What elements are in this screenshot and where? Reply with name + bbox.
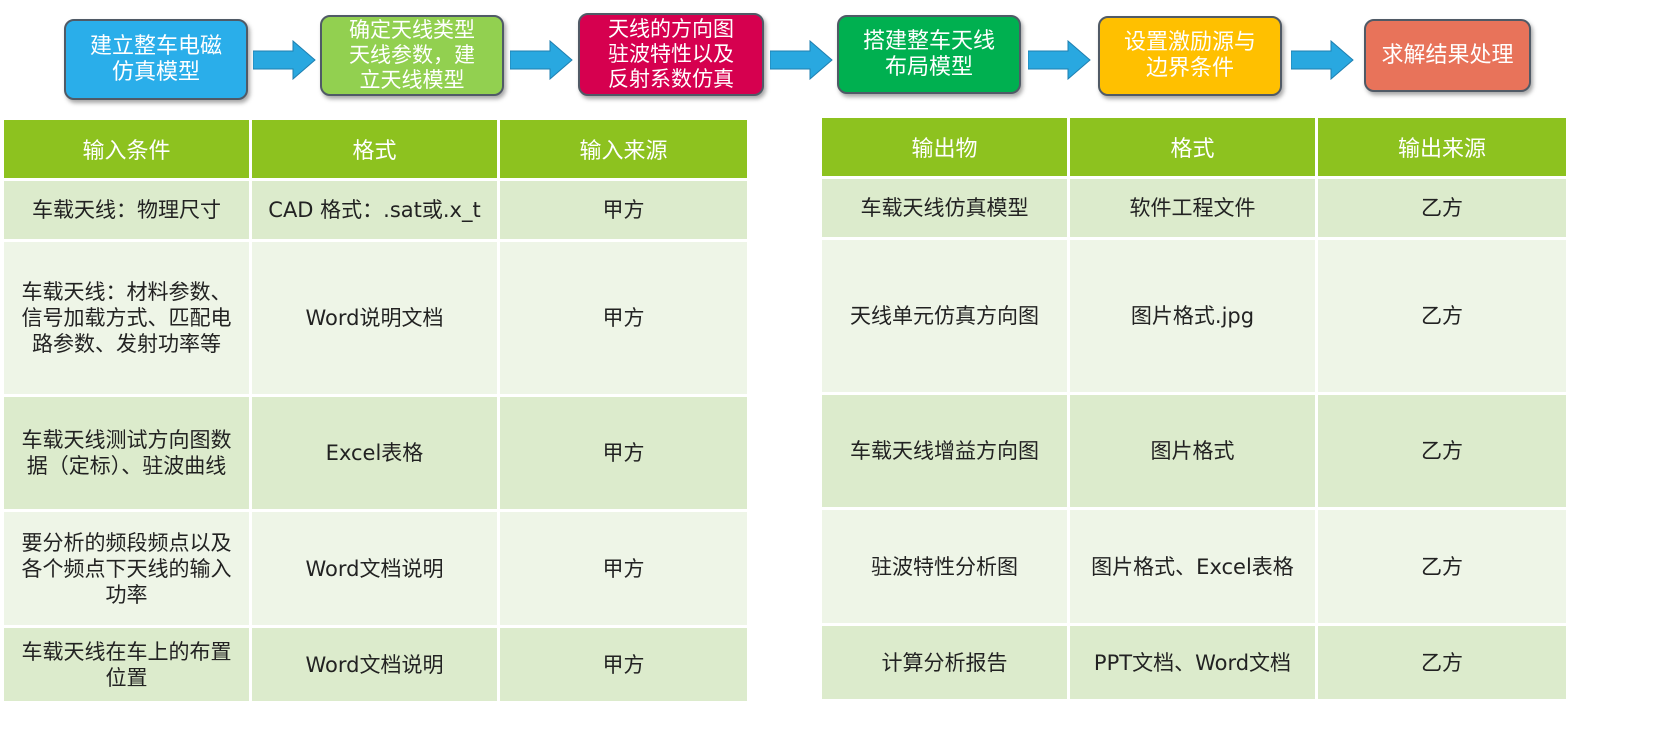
table-cell: 乙方 xyxy=(1315,176,1569,240)
table-cell: 甲方 xyxy=(497,394,750,512)
input-table: 输入条件 格式 输入来源 车载天线：物理尺寸 CAD 格式：.sat或.x_t … xyxy=(1,117,750,704)
table-row: 车载天线：材料参数、信号加载方式、匹配电路参数、发射功率等 Word说明文档 甲… xyxy=(1,239,750,397)
table-cell: 车载天线测试方向图数据（定标）、驻波曲线 xyxy=(1,394,252,512)
flow-step-1-label: 建立整车电磁 仿真模型 xyxy=(89,33,222,85)
right-arrow-icon xyxy=(1291,40,1354,80)
table-cell: 甲方 xyxy=(497,625,750,704)
table-cell: 图片格式、Excel表格 xyxy=(1067,507,1318,626)
table-cell: CAD 格式：.sat或.x_t xyxy=(249,178,500,242)
flow-step-5: 设置激励源与 边界条件 xyxy=(1098,16,1282,96)
table-row: 驻波特性分析图 图片格式、Excel表格 乙方 xyxy=(819,507,1569,626)
table-header-cell: 输入来源 xyxy=(497,117,750,181)
table-cell: Word说明文档 xyxy=(249,239,500,397)
table-cell: 乙方 xyxy=(1315,623,1569,702)
flow-step-3: 天线的方向图 驻波特性以及 反射系数仿真 xyxy=(578,13,764,96)
flow-step-6-label: 求解结果处理 xyxy=(1381,42,1514,68)
right-arrow-icon xyxy=(770,40,833,80)
table-cell: Excel表格 xyxy=(249,394,500,512)
table-cell: 车载天线在车上的布置位置 xyxy=(1,625,252,704)
right-arrow-icon xyxy=(253,40,316,80)
flow-step-4: 搭建整车天线 布局模型 xyxy=(837,15,1021,94)
table-cell: 甲方 xyxy=(497,178,750,242)
table-cell: 要分析的频段频点以及各个频点下天线的输入功率 xyxy=(1,509,252,628)
right-arrow-icon xyxy=(510,40,573,80)
table-cell: PPT文档、Word文档 xyxy=(1067,623,1318,702)
table-cell: 乙方 xyxy=(1315,237,1569,395)
table-cell: 甲方 xyxy=(497,509,750,628)
table-header-row: 输出物 格式 输出来源 xyxy=(819,115,1569,179)
table-cell: 驻波特性分析图 xyxy=(819,507,1070,626)
flow-step-5-label: 设置激励源与 边界条件 xyxy=(1123,30,1256,81)
table-cell: 车载天线：物理尺寸 xyxy=(1,178,252,242)
table-row: 要分析的频段频点以及各个频点下天线的输入功率 Word文档说明 甲方 xyxy=(1,509,750,628)
table-row: 车载天线仿真模型 软件工程文件 乙方 xyxy=(819,176,1569,240)
table-cell: 乙方 xyxy=(1315,392,1569,510)
flow-step-3-label: 天线的方向图 驻波特性以及 反射系数仿真 xyxy=(608,17,734,91)
table-header-cell: 格式 xyxy=(249,117,500,181)
flow-step-4-label: 搭建整车天线 布局模型 xyxy=(862,28,995,80)
output-table: 输出物 格式 输出来源 车载天线仿真模型 软件工程文件 乙方 天线单元仿真方向图… xyxy=(819,115,1569,702)
table-cell: Word文档说明 xyxy=(249,509,500,628)
table-header-cell: 输入条件 xyxy=(1,117,252,181)
table-header-cell: 输出来源 xyxy=(1315,115,1569,179)
flow-step-1: 建立整车电磁 仿真模型 xyxy=(64,19,248,100)
table-cell: 图片格式 xyxy=(1067,392,1318,510)
table-row: 车载天线：物理尺寸 CAD 格式：.sat或.x_t 甲方 xyxy=(1,178,750,242)
table-cell: 软件工程文件 xyxy=(1067,176,1318,240)
table-cell: 车载天线：材料参数、信号加载方式、匹配电路参数、发射功率等 xyxy=(1,239,252,397)
table-row: 天线单元仿真方向图 图片格式.jpg 乙方 xyxy=(819,237,1569,395)
table-cell: 车载天线仿真模型 xyxy=(819,176,1070,240)
table-cell: 甲方 xyxy=(497,239,750,397)
table-cell: 乙方 xyxy=(1315,507,1569,626)
table-row: 车载天线在车上的布置位置 Word文档说明 甲方 xyxy=(1,625,750,704)
table-cell: 计算分析报告 xyxy=(819,623,1070,702)
table-cell: 车载天线增益方向图 xyxy=(819,392,1070,510)
table-row: 车载天线增益方向图 图片格式 乙方 xyxy=(819,392,1569,510)
table-cell: Word文档说明 xyxy=(249,625,500,704)
flow-step-2: 确定天线类型 天线参数，建 立天线模型 xyxy=(320,15,504,96)
table-row: 车载天线测试方向图数据（定标）、驻波曲线 Excel表格 甲方 xyxy=(1,394,750,512)
table-row: 计算分析报告 PPT文档、Word文档 乙方 xyxy=(819,623,1569,702)
table-header-cell: 输出物 xyxy=(819,115,1070,179)
table-cell: 天线单元仿真方向图 xyxy=(819,237,1070,395)
table-header-row: 输入条件 格式 输入来源 xyxy=(1,117,750,181)
flow-step-6: 求解结果处理 xyxy=(1364,19,1531,92)
table-header-cell: 格式 xyxy=(1067,115,1318,179)
right-arrow-icon xyxy=(1028,40,1091,80)
table-cell: 图片格式.jpg xyxy=(1067,237,1318,395)
flow-step-2-label: 确定天线类型 天线参数，建 立天线模型 xyxy=(349,18,475,92)
